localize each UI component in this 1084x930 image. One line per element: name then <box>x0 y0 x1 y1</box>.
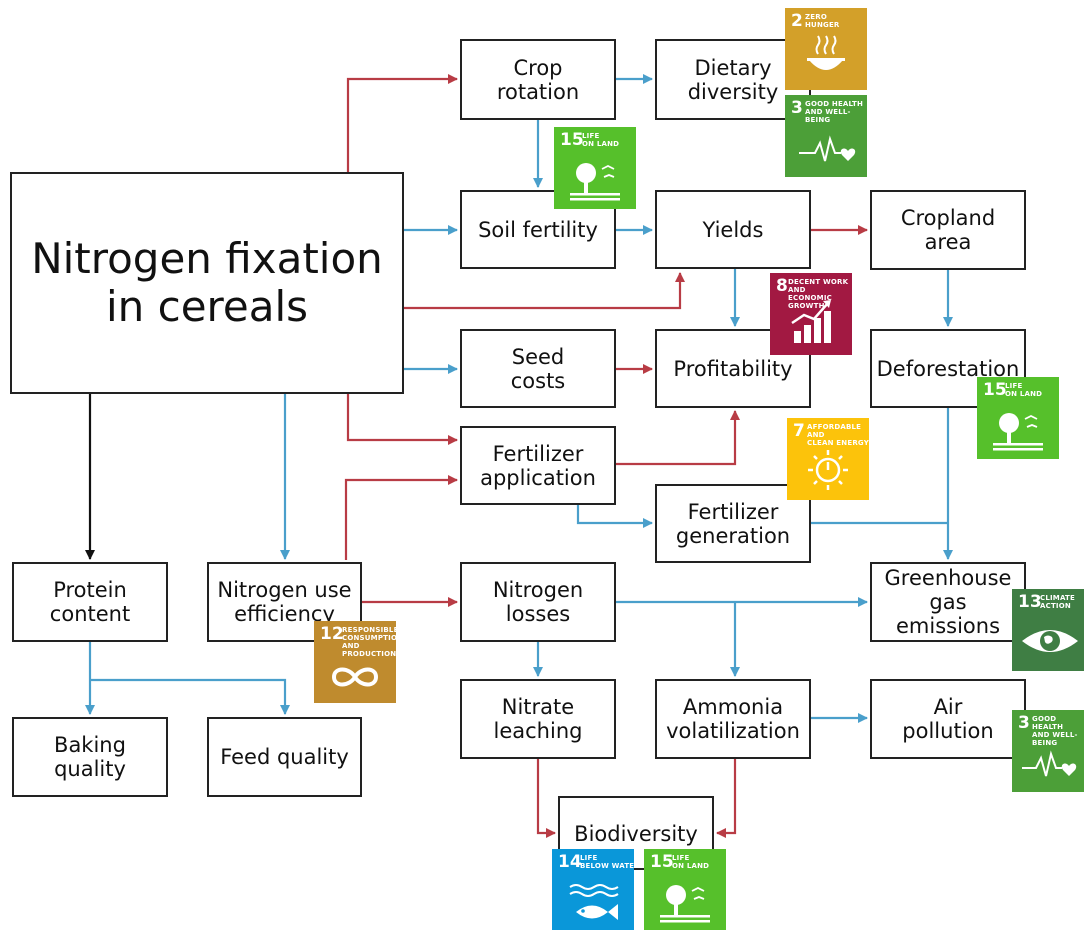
sdg-title: CLIMATE ACTION <box>1040 594 1075 610</box>
sdg-15-life-on-land-tile-1: 15 LIFE ON LAND <box>554 127 636 209</box>
heartbeat-icon <box>799 135 856 162</box>
sdg-2-zero-hunger-tile: 2 ZERO HUNGER <box>785 8 867 90</box>
sdg-title: AFFORDABLE AND CLEAN ENERGY <box>807 423 869 447</box>
sdg-number: 14 <box>558 852 582 872</box>
node-feed-quality: Feed quality <box>207 717 362 797</box>
sdg-title: GOOD HEALTH AND WELL-BEING <box>1032 715 1078 747</box>
sun-power-icon <box>808 450 848 490</box>
sdg-number: 15 <box>650 852 674 872</box>
sdg-title: LIFE ON LAND <box>672 854 710 870</box>
sdg-15-life-on-land-tile-2: 15 LIFE ON LAND <box>977 377 1059 459</box>
sdg-15-life-on-land-tile-3: 15 LIFE ON LAND <box>644 849 726 930</box>
node-yields: Yields <box>655 190 811 269</box>
sdg-title: RESPONSIBLE CONSUMPTION AND PRODUCTION <box>342 626 396 658</box>
node-deforestation: Deforestation <box>870 329 1026 408</box>
node-air-pollution: Air pollution <box>870 679 1026 759</box>
node-fertilizer-application: Fertilizer application <box>460 426 616 505</box>
sdg-7-clean-energy-tile: 7 AFFORDABLE AND CLEAN ENERGY <box>787 418 869 500</box>
sdg-number: 12 <box>320 624 344 644</box>
sdg-title: DECENT WORK AND ECONOMIC GROWTH <box>788 278 849 310</box>
sdg-number: 3 <box>791 98 803 118</box>
sdg-13-climate-action-tile: 13 CLIMATE ACTION <box>1012 589 1084 671</box>
node-baking-quality: Baking quality <box>12 717 168 797</box>
sdg-number: 7 <box>793 421 805 441</box>
node-nitrate-leaching: Nitrate leaching <box>460 679 616 759</box>
sdg-title: LIFE BELOW WATER <box>580 854 634 870</box>
node-greenhouse-gas-emissions: Greenhouse gas emissions <box>870 562 1026 642</box>
node-nitrogen-losses: Nitrogen losses <box>460 562 616 642</box>
sdg-number: 8 <box>776 276 788 296</box>
node-ammonia-volatilization: Ammonia volatilization <box>655 679 811 759</box>
sdg-number: 15 <box>560 130 584 150</box>
node-nitrogen-fixation: Nitrogen fixation in cereals <box>10 172 404 394</box>
sdg-8-decent-work-tile: 8 DECENT WORK AND ECONOMIC GROWTH <box>770 273 852 355</box>
sdg-12-responsible-consumption-tile: 12 RESPONSIBLE CONSUMPTION AND PRODUCTIO… <box>314 621 396 703</box>
tree-icon <box>660 885 710 923</box>
sdg-number: 15 <box>983 380 1007 400</box>
node-fertilizer-generation: Fertilizer generation <box>655 484 811 563</box>
sdg-number: 2 <box>791 11 803 31</box>
edge-fertilizer-application-to-profitability <box>616 410 740 466</box>
edge-fixation-to-yields <box>404 272 685 310</box>
edge-fertilizer-application-to-fertilizer-generation <box>576 505 653 528</box>
fish-icon <box>569 884 619 920</box>
edge-protein-to-feed <box>90 678 290 715</box>
sdg-number: 13 <box>1018 592 1042 612</box>
node-seed-costs: Seed costs <box>460 329 616 408</box>
edge-fixation-to-fertilizer-application <box>346 394 458 445</box>
edge-fixation-to-crop-rotation <box>346 74 458 172</box>
infinity-icon <box>331 667 379 687</box>
tree-icon <box>993 413 1043 451</box>
sdg-title: LIFE ON LAND <box>1005 382 1043 398</box>
tree-icon <box>570 163 620 201</box>
sdg-3-good-health-tile: 3 GOOD HEALTH AND WELL-BEING <box>785 95 867 177</box>
growth-chart-icon <box>791 300 831 343</box>
node-soil-fertility: Soil fertility <box>460 190 616 269</box>
sdg-title: LIFE ON LAND <box>582 132 620 148</box>
sdg-number: 3 <box>1018 713 1030 733</box>
edge-ammonia-to-biodiversity <box>716 759 737 838</box>
sdg-title: ZERO HUNGER <box>805 13 840 29</box>
edge-nue-to-fertilizer-application <box>344 475 458 560</box>
heartbeat-icon <box>1022 750 1077 777</box>
node-cropland-area: Cropland area <box>870 190 1026 270</box>
sdg-14-life-below-water-tile: 14 LIFE BELOW WATER <box>552 849 634 930</box>
bowl-icon <box>807 35 845 70</box>
edge-nitrate-to-biodiversity <box>536 759 556 838</box>
sdg-3-good-health-tile-2: 3 GOOD HEALTH AND WELL-BEING <box>1012 710 1084 792</box>
node-protein-content: Protein content <box>12 562 168 642</box>
eye-globe-icon <box>1022 630 1078 652</box>
sdg-title: GOOD HEALTH AND WELL-BEING <box>805 100 864 124</box>
node-crop-rotation: Crop rotation <box>460 39 616 120</box>
